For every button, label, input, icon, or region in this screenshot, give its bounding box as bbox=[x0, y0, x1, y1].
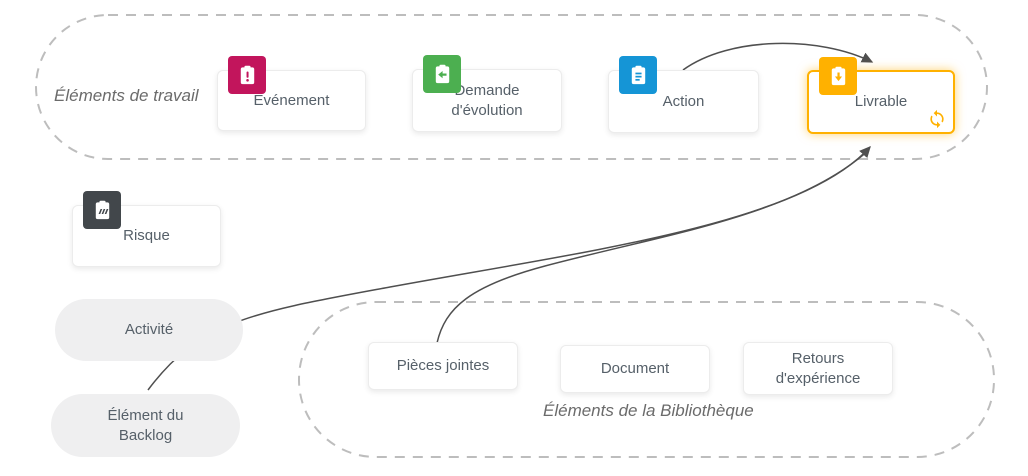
sync-icon bbox=[927, 109, 947, 129]
node-label: Pièces jointes bbox=[396, 357, 490, 375]
node-label: Document bbox=[600, 360, 670, 378]
pill-element-du-backlog[interactable]: Élément du Backlog bbox=[51, 394, 240, 457]
pill-label: Élément du Backlog bbox=[107, 407, 184, 444]
library-zone-label: Éléments de la Bibliothèque bbox=[543, 401, 754, 420]
risk-slashes-icon bbox=[83, 191, 121, 229]
node-demande-evolution[interactable]: Demande d'évolution bbox=[412, 55, 562, 132]
arrow-pieces-jointes-to-livrable bbox=[436, 149, 870, 344]
node-label: Action bbox=[662, 92, 705, 110]
library-zone bbox=[298, 301, 995, 458]
node-label: Livrable bbox=[854, 93, 908, 111]
node-retours-experience[interactable]: Retours d'expérience bbox=[743, 342, 893, 395]
download-tag-icon bbox=[819, 57, 857, 95]
pill-activite[interactable]: Activité bbox=[55, 299, 243, 361]
arrow-left-tag-icon bbox=[423, 55, 461, 93]
work-items-zone bbox=[35, 14, 988, 160]
exclamation-tag-icon bbox=[228, 56, 266, 94]
clipboard-icon bbox=[619, 56, 657, 94]
arrow-action-to-livrable bbox=[682, 42, 874, 71]
node-livrable[interactable]: Livrable bbox=[807, 57, 955, 134]
node-pieces-jointes[interactable]: Pièces jointes bbox=[368, 342, 518, 390]
work-items-zone-label: Éléments de travail bbox=[54, 86, 199, 105]
node-label: Retours d'expérience bbox=[775, 350, 861, 387]
node-action[interactable]: Action bbox=[608, 56, 759, 133]
node-risque[interactable]: Risque bbox=[72, 191, 221, 267]
node-label: Risque bbox=[123, 227, 170, 245]
node-label: Événement bbox=[253, 91, 330, 109]
node-document[interactable]: Document bbox=[560, 345, 710, 393]
pill-label: Activité bbox=[124, 321, 174, 339]
node-evenement[interactable]: Événement bbox=[217, 56, 366, 131]
node-label: Demande d'évolution bbox=[451, 82, 523, 119]
